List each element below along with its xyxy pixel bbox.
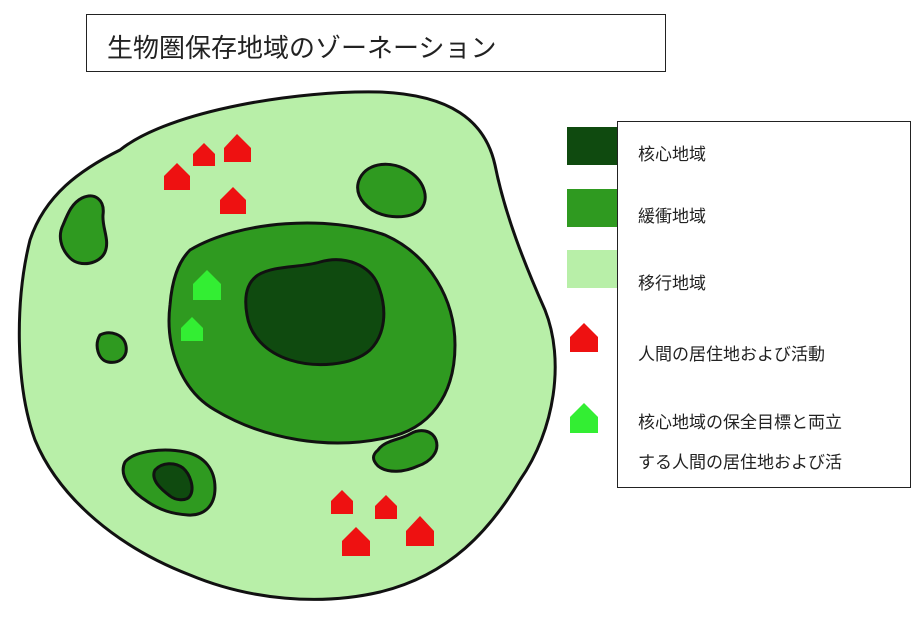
red-house-icon bbox=[220, 187, 246, 214]
red-house-icon bbox=[570, 323, 598, 352]
green-house-icon bbox=[181, 317, 203, 341]
red-house-icon bbox=[193, 143, 215, 166]
red-house-icon bbox=[331, 490, 353, 514]
core-area-central bbox=[244, 258, 386, 367]
red-houses-north bbox=[164, 134, 251, 214]
legend-label-buffer: 緩衝地域 bbox=[638, 207, 706, 227]
red-houses-south bbox=[331, 490, 434, 556]
title-box: 生物圏保存地域のゾーネーション bbox=[86, 14, 666, 72]
green-house-icon bbox=[193, 270, 221, 300]
buffer-zone-west bbox=[95, 331, 128, 364]
dark-green-swatch bbox=[567, 127, 619, 165]
red-house-icon bbox=[342, 527, 370, 556]
red-house-icon bbox=[375, 495, 397, 519]
red-house-icon bbox=[406, 516, 434, 546]
legend-label-core: 核心地域 bbox=[638, 145, 706, 165]
legend-label-compatible-settlement-line1: 核心地域の保全目標と両立 bbox=[638, 413, 842, 433]
diagram-title: 生物圏保存地域のゾーネーション bbox=[107, 34, 497, 64]
buffer-zone-northeast bbox=[356, 162, 427, 219]
buffer-zone-northwest bbox=[58, 194, 109, 266]
legend-label-human-settlement: 人間の居住地および活動 bbox=[638, 345, 825, 365]
red-house-icon bbox=[164, 163, 190, 190]
green-houses bbox=[181, 270, 221, 341]
legend-label-transition: 移行地域 bbox=[638, 274, 706, 294]
medium-green-swatch bbox=[567, 189, 619, 227]
light-green-swatch bbox=[567, 250, 619, 288]
buffer-zone-southeast bbox=[372, 429, 439, 473]
green-house-icon bbox=[570, 403, 598, 433]
legend: 核心地域 緩衝地域 移行地域 人間の居住地および活動 核心地域の保全目標と両立 … bbox=[617, 121, 911, 488]
core-area-southwest bbox=[152, 462, 194, 502]
red-house-icon bbox=[224, 134, 251, 162]
legend-label-compatible-settlement-line2: する人間の居住地および活 bbox=[638, 453, 842, 473]
